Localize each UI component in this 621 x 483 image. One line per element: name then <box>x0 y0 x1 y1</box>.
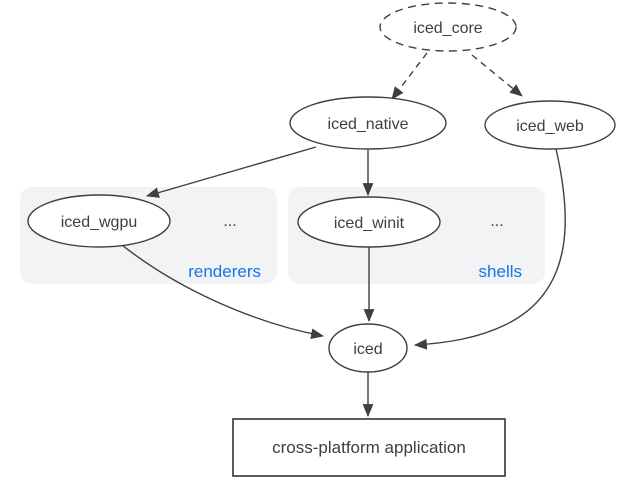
node-iced-wgpu-label: iced_wgpu <box>61 214 138 231</box>
node-iced-web <box>484 100 616 150</box>
renderers-ellipsis: ... <box>223 213 236 230</box>
shells-ellipsis: ... <box>490 213 503 230</box>
node-iced-core <box>379 2 517 52</box>
node-iced <box>328 323 408 373</box>
node-iced-winit-label: iced_winit <box>334 215 405 232</box>
group-shells-label: shells <box>479 262 522 281</box>
edge-native-to-wgpu <box>145 146 317 198</box>
node-iced-core-label: iced_core <box>413 20 482 37</box>
group-renderers-label: renderers <box>188 262 261 281</box>
node-cross-platform-application-label: cross-platform application <box>272 438 466 457</box>
edge-wgpu-to-iced <box>121 244 325 340</box>
node-iced-web-label: iced_web <box>516 118 584 135</box>
edge-core-to-native <box>391 52 428 100</box>
node-iced-native <box>289 96 447 150</box>
edge-core-to-web <box>471 54 523 97</box>
edge-web-to-iced <box>413 148 566 350</box>
node-iced-winit <box>297 196 441 248</box>
node-iced-native-label: iced_native <box>328 116 409 133</box>
node-iced-label: iced <box>353 341 382 358</box>
node-iced-wgpu <box>27 194 171 248</box>
node-cross-platform-application <box>232 418 506 477</box>
